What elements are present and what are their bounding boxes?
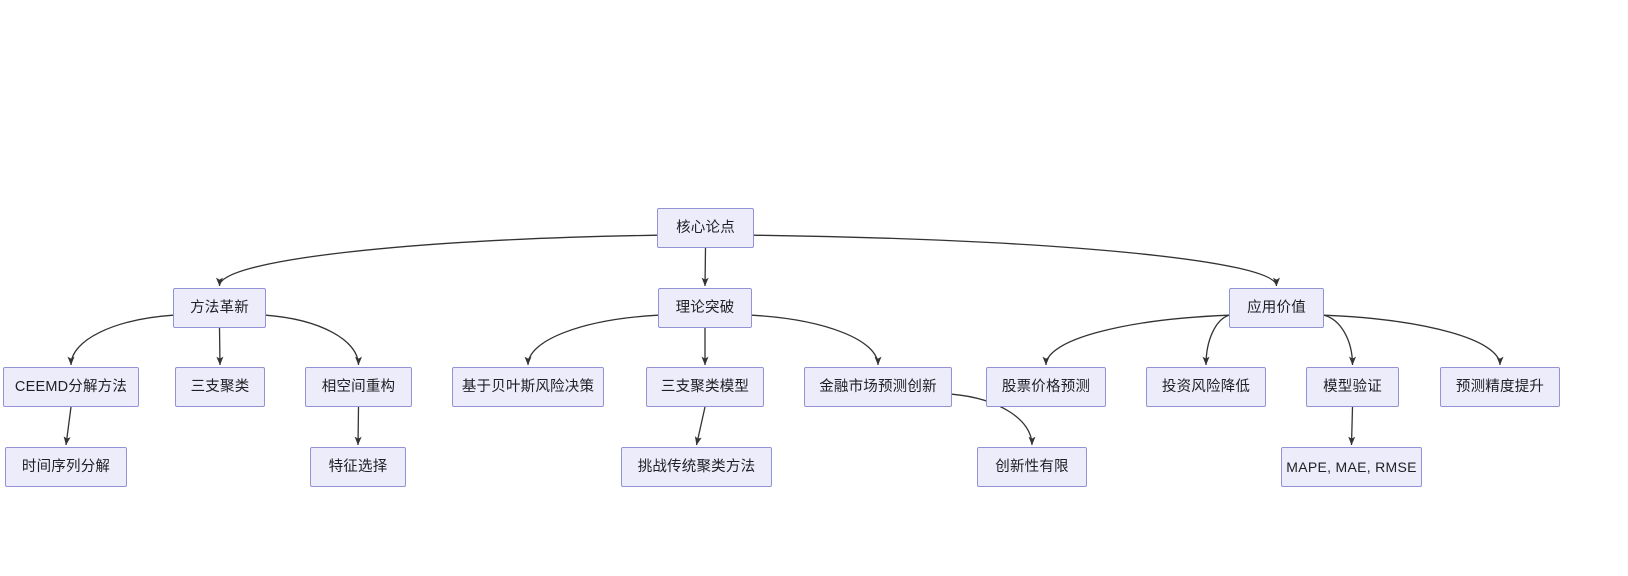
node-l2a2[interactable]: 三支聚类: [175, 367, 265, 407]
node-l2a1[interactable]: CEEMD分解方法: [3, 367, 139, 407]
node-l3d[interactable]: 创新性有限: [977, 447, 1087, 487]
node-l1a[interactable]: 方法革新: [173, 288, 266, 328]
edge-l2a3-to-l3b: [354, 406, 362, 446]
node-l2c3[interactable]: 模型验证: [1306, 367, 1399, 407]
node-root[interactable]: 核心论点: [657, 208, 754, 248]
edge-l1b-to-l2b1: [524, 314, 659, 366]
edge-root-to-l1c: [753, 234, 1280, 287]
edge-l2b2-to-l3c: [694, 406, 706, 446]
edge-l1c-to-l2c3: [1323, 314, 1357, 366]
node-l3c[interactable]: 挑战传统聚类方法: [621, 447, 772, 487]
edge-l1c-to-l2c2: [1202, 314, 1230, 366]
node-l2b2[interactable]: 三支聚类模型: [646, 367, 764, 407]
node-l1b[interactable]: 理论突破: [658, 288, 752, 328]
edge-group: [63, 234, 1504, 446]
edge-l1a-to-l2a2: [216, 327, 224, 366]
edge-l1c-to-l2c1: [1042, 314, 1230, 366]
edge-root-to-l1b: [701, 247, 709, 287]
edge-root-to-l1a: [216, 234, 658, 287]
node-l3e[interactable]: MAPE, MAE, RMSE: [1281, 447, 1422, 487]
edge-l1a-to-l2a3: [265, 314, 362, 366]
node-l1c[interactable]: 应用价值: [1229, 288, 1324, 328]
node-l2c1[interactable]: 股票价格预测: [986, 367, 1106, 407]
node-l2b1[interactable]: 基于贝叶斯风险决策: [452, 367, 604, 407]
edge-l1a-to-l2a1: [67, 314, 174, 366]
node-l2c2[interactable]: 投资风险降低: [1146, 367, 1266, 407]
edge-l2a1-to-l3a: [63, 406, 72, 446]
edge-l2c3-to-l3e: [1348, 406, 1356, 446]
node-l2b3[interactable]: 金融市场预测创新: [804, 367, 952, 407]
node-l2c4[interactable]: 预测精度提升: [1440, 367, 1560, 407]
node-l3b[interactable]: 特征选择: [310, 447, 406, 487]
node-l3a[interactable]: 时间序列分解: [5, 447, 127, 487]
edge-l1b-to-l2b3: [751, 314, 882, 366]
node-l2a3[interactable]: 相空间重构: [305, 367, 412, 407]
edge-l1c-to-l2c4: [1323, 314, 1504, 366]
